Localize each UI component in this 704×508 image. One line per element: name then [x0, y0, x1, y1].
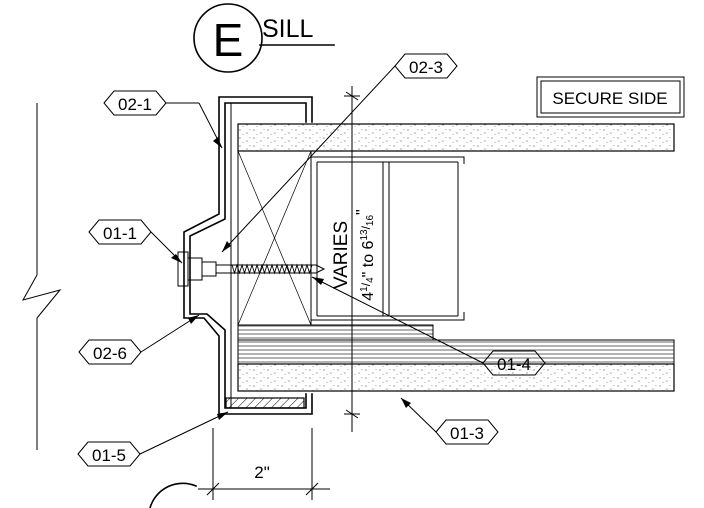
sill-grout-block: [225, 397, 305, 409]
wood-blocking: [237, 150, 312, 326]
varies-range-lower-whole: 4: [360, 292, 377, 301]
tag-01-4-text: 01-4: [497, 355, 531, 374]
tag-02-6-text: 02-6: [93, 344, 127, 363]
tag-02-3: 02-3: [394, 53, 458, 79]
wall-break-line: [21, 103, 62, 450]
detail-title-label: SILL: [262, 15, 314, 43]
steel-frame-outer: [183, 96, 313, 415]
bolt-thread: [231, 263, 313, 275]
varies-range-lower-den: 4: [365, 277, 376, 283]
varies-range-mid: " to 6: [360, 240, 377, 277]
detail-title-circle: [193, 3, 263, 73]
secure-side-text: SECURE SIDE: [552, 89, 667, 108]
varies-dimension: VARIES 41/4" to 613/16": [331, 86, 377, 432]
varies-range-end: ": [354, 209, 371, 215]
width-dimension-label: 2": [254, 463, 270, 482]
tag-02-6: 02-6: [78, 339, 142, 365]
tag-01-3-text: 01-3: [450, 424, 484, 443]
varies-range-label: 41/4" to 613/16": [354, 209, 377, 300]
tag-01-5: 01-5: [77, 441, 141, 467]
detail-title-letter: E: [213, 14, 244, 66]
detail-title: E SILL: [193, 3, 335, 73]
tag-01-4: 01-4: [482, 350, 546, 376]
next-detail-circle-partial: [149, 482, 198, 508]
width-dimension: 2": [198, 428, 330, 500]
bolt-thread-line: [231, 263, 313, 275]
upper-gypsum-board: [237, 123, 675, 152]
tag-01-3: 01-3: [435, 419, 499, 445]
varies-range-lower-num: 1: [359, 286, 370, 292]
metal-stud: [311, 156, 465, 321]
leader-lines: [139, 65, 484, 455]
tag-01-5-text: 01-5: [92, 446, 126, 465]
tag-01-1-text: 01-1: [103, 224, 137, 243]
anchor-bolt: [177, 251, 326, 287]
tag-02-3-text: 02-3: [409, 58, 443, 77]
secure-side-label: SECURE SIDE: [536, 76, 685, 118]
varies-range-upper-den: 16: [365, 215, 376, 227]
varies-range-upper-num: 13: [359, 229, 370, 241]
tag-02-1-text: 02-1: [118, 95, 152, 114]
lower-gypsum-board: [237, 363, 675, 392]
varies-label: VARIES: [331, 221, 352, 289]
tag-01-1: 01-1: [88, 219, 152, 245]
lower-wood-layers: [237, 324, 675, 365]
tag-02-1: 02-1: [103, 90, 199, 116]
